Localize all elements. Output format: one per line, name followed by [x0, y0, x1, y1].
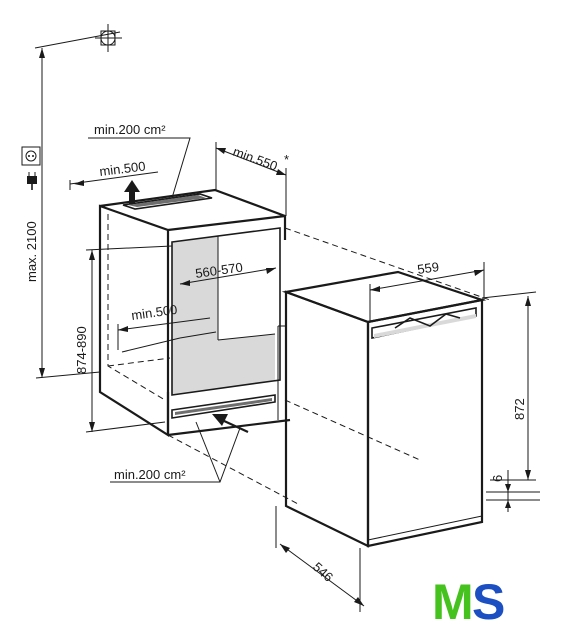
ceiling-marker: [34, 24, 122, 52]
niche-width-label: 560-570: [194, 259, 243, 280]
projection-lines: [167, 227, 491, 506]
niche-inner-wall: [172, 236, 275, 395]
niche-height-label: 874-890: [74, 326, 89, 374]
top-depth-dimension: [215, 142, 287, 216]
plinth-gap-dimension: [486, 470, 540, 512]
air-out-arrow-icon: [124, 180, 140, 204]
bottom-vent-slot: [175, 398, 272, 415]
appliance-width-label: 559: [416, 259, 440, 277]
plinth-gap-label: 6: [490, 475, 505, 482]
bottom-vent-area-label: min.200 cm²: [114, 467, 186, 482]
top-depth-label: min.550: [231, 144, 280, 174]
bottom-vent-leader: [110, 421, 241, 483]
niche-cabinet: [98, 188, 291, 437]
top-depth-note: *: [284, 152, 289, 167]
appliance-height-dimension: [481, 291, 537, 481]
inner-depth-dimension: [117, 317, 217, 353]
brand-logo: M S: [432, 577, 505, 623]
logo-letter-m: M: [432, 577, 474, 623]
top-vent-leader: [88, 137, 191, 199]
top-width-dimension: [69, 171, 159, 190]
power-plug-icon: [27, 172, 37, 190]
appliance-depth-dimension: [275, 506, 365, 612]
niche-height-dimension: [85, 245, 173, 433]
top-vent-slot: [128, 195, 206, 207]
air-in-arrow-icon: [212, 414, 249, 433]
max-height-label: max. 2100: [24, 221, 39, 282]
logo-letter-s: S: [472, 577, 505, 623]
top-width-label: min.500: [99, 158, 147, 179]
appliance-fridge: [277, 270, 487, 548]
power-socket-icon: [21, 146, 41, 166]
niche-width-dimension: [179, 267, 277, 286]
max-height-dimension: [35, 48, 101, 379]
inner-depth-label: min.500: [130, 302, 178, 323]
appliance-width-dimension: [369, 262, 485, 322]
top-vent-area-label: min.200 cm²: [94, 122, 166, 137]
appliance-depth-label: 546: [310, 559, 336, 585]
appliance-height-label: 872: [512, 398, 527, 420]
